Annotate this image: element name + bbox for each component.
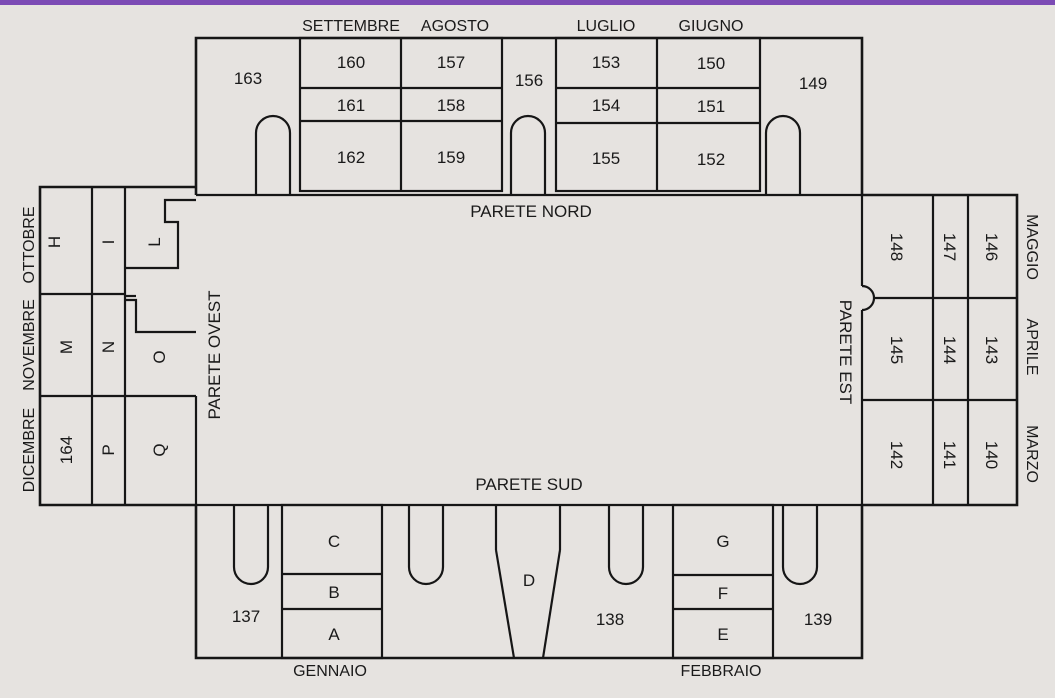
- west-wing: [40, 187, 198, 505]
- room-C: C: [328, 532, 340, 551]
- room-152: 152: [697, 150, 725, 169]
- room-142: 142: [887, 441, 906, 469]
- label-parete-ovest: PARETE OVEST: [205, 290, 224, 419]
- room-137: 137: [232, 607, 260, 626]
- room-158: 158: [437, 96, 465, 115]
- room-L: L: [145, 237, 164, 246]
- room-153: 153: [592, 53, 620, 72]
- room-Q: Q: [150, 443, 169, 456]
- room-147: 147: [940, 233, 959, 261]
- room-B: B: [328, 583, 339, 602]
- month-july: LUGLIO: [577, 18, 636, 35]
- room-151: 151: [697, 97, 725, 116]
- room-D: D: [523, 571, 535, 590]
- month-february: FEBBRAIO: [681, 663, 762, 680]
- room-149: 149: [799, 74, 827, 93]
- room-156: 156: [515, 71, 543, 90]
- room-H: H: [45, 236, 64, 248]
- month-october: OTTOBRE: [21, 206, 38, 283]
- room-145: 145: [887, 336, 906, 364]
- room-160: 160: [337, 53, 365, 72]
- room-A: A: [328, 625, 340, 644]
- room-P: P: [99, 444, 118, 455]
- month-november: NOVEMBRE: [21, 299, 38, 391]
- room-O: O: [150, 350, 169, 363]
- room-150: 150: [697, 54, 725, 73]
- east-wing: [860, 195, 1017, 505]
- room-146: 146: [982, 233, 1001, 261]
- room-140: 140: [982, 441, 1001, 469]
- room-148: 148: [887, 233, 906, 261]
- month-june: GIUGNO: [679, 18, 744, 35]
- month-may: MAGGIO: [1023, 214, 1040, 280]
- room-143: 143: [982, 336, 1001, 364]
- label-parete-nord: PARETE NORD: [470, 202, 592, 221]
- month-december: DICEMBRE: [21, 408, 38, 492]
- room-164: 164: [57, 436, 76, 464]
- month-april: APRILE: [1023, 319, 1040, 376]
- room-162: 162: [337, 148, 365, 167]
- room-E: E: [717, 625, 728, 644]
- room-161: 161: [337, 96, 365, 115]
- room-N: N: [99, 341, 118, 353]
- room-F: F: [718, 584, 728, 603]
- month-september: SETTEMBRE: [302, 18, 400, 35]
- north-wing: [196, 36, 862, 197]
- month-march: MARZO: [1023, 425, 1040, 483]
- room-G: G: [716, 532, 729, 551]
- room-M: M: [57, 340, 76, 354]
- month-january: GENNAIO: [293, 663, 367, 680]
- room-139: 139: [804, 610, 832, 629]
- room-155: 155: [592, 149, 620, 168]
- label-parete-sud: PARETE SUD: [475, 475, 582, 494]
- room-I: I: [99, 240, 118, 245]
- room-157: 157: [437, 53, 465, 72]
- room-144: 144: [940, 336, 959, 364]
- room-138: 138: [596, 610, 624, 629]
- room-154: 154: [592, 96, 620, 115]
- room-141: 141: [940, 441, 959, 469]
- outer-wall: [38, 36, 1019, 660]
- room-163: 163: [234, 69, 262, 88]
- month-august: AGOSTO: [421, 18, 489, 35]
- south-wing: [196, 503, 862, 660]
- top-border: [0, 0, 1055, 5]
- label-parete-est: PARETE EST: [836, 300, 855, 405]
- room-159: 159: [437, 148, 465, 167]
